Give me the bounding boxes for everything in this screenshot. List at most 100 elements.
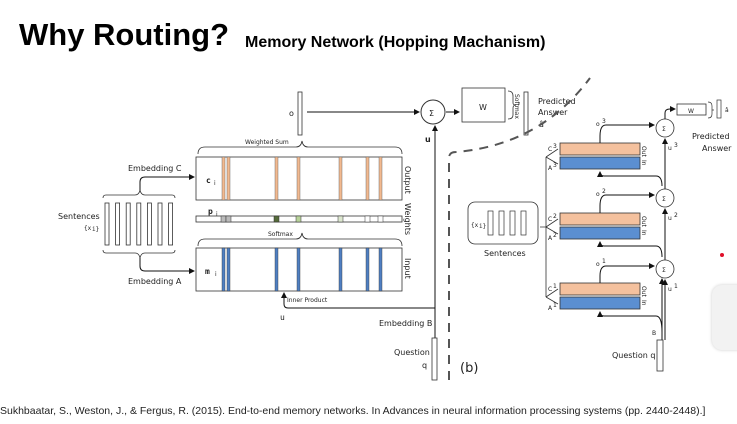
weighted-sum-brace: [197, 140, 403, 155]
question-vector: [431, 337, 438, 381]
a-hat-label-b: â: [725, 107, 729, 114]
weight-cell: [273, 215, 280, 223]
u-label: u: [668, 145, 672, 152]
sentences-top-brace: [102, 189, 176, 199]
panel-separator: [448, 77, 591, 380]
p-i-label: p: [208, 207, 213, 216]
softmax-right-label: Softmax: [513, 94, 520, 119]
embedding-a-label: Embedding A: [128, 277, 182, 286]
b-label: B: [652, 330, 656, 337]
sentence-vector: [104, 202, 110, 246]
output-stripe: [365, 156, 370, 201]
u-label: u: [425, 135, 431, 144]
o-label: o: [596, 121, 600, 128]
inner-product-arrow: [281, 292, 435, 309]
sigma-label: Σ: [662, 196, 666, 203]
input-stripe: [365, 247, 370, 292]
answer-vector-b: [716, 99, 722, 119]
c-i-subscript: i: [214, 180, 216, 187]
sigma-label: Σ: [662, 267, 666, 274]
embedding-b-label: Embedding B: [379, 319, 432, 328]
u-label: u: [668, 215, 672, 222]
input-stripe: [274, 247, 279, 292]
sum-node: [655, 188, 675, 208]
a-label: A: [548, 165, 553, 172]
output-label: Output: [403, 166, 412, 194]
sentence-vectors: [104, 202, 174, 246]
input-embedding-a2: [559, 226, 641, 240]
output-embedding-c3: [559, 142, 641, 156]
a-superscript: 1: [553, 302, 557, 309]
input-stripe: [378, 247, 383, 292]
question-label-b: Question q: [612, 351, 655, 360]
a-superscript: 3: [553, 162, 557, 169]
c-superscript: 3: [553, 143, 557, 150]
predicted-label-b: Predicted: [692, 132, 730, 141]
weights-label: Weights: [403, 203, 412, 235]
x-i-subscript: i}: [92, 226, 99, 233]
input-stripe: [221, 247, 226, 292]
predicted-label: Predicted: [538, 97, 576, 106]
o-superscript: 3: [602, 118, 606, 125]
u-superscript: 3: [674, 142, 678, 149]
in-label: In: [640, 300, 647, 306]
answer-label: Answer: [538, 108, 568, 117]
w-matrix-b: [676, 103, 707, 116]
sentence-vector: [125, 202, 131, 246]
weight-cell: [220, 215, 227, 223]
softmax-brace: [197, 232, 403, 247]
laser-pointer-dot: [720, 253, 724, 257]
c-i-label: c: [206, 176, 211, 185]
sigma-label: Σ: [429, 109, 434, 118]
input-label: Input: [403, 258, 412, 279]
input-stripe: [226, 247, 231, 292]
o-label: o: [596, 261, 600, 268]
weighted-sum-label: Weighted Sum: [245, 139, 289, 146]
weight-cells: [220, 215, 384, 223]
embedding-a-arrow: [139, 258, 195, 274]
question-label: Question: [394, 348, 430, 357]
weight-cell: [364, 215, 371, 223]
softmax-right-brace: [507, 90, 517, 120]
panel-b-label: (b): [460, 361, 478, 376]
softmax-label: Softmax: [268, 231, 293, 238]
input-embedding-a1: [559, 296, 641, 310]
question-vector-b: [656, 339, 664, 372]
x-i-label: {x: [84, 225, 92, 232]
input-stripe: [338, 247, 343, 292]
weight-cell: [337, 215, 344, 223]
sigma-label: Σ: [662, 126, 666, 133]
w-matrix: [461, 87, 506, 123]
x-i-label-b: {x: [471, 222, 479, 229]
output-stripe: [274, 156, 279, 201]
slide-title: Why Routing?: [19, 17, 230, 52]
out-label: Out: [640, 146, 647, 158]
input-stripe: [296, 247, 301, 292]
input-embedding-a3: [559, 156, 641, 170]
sentences-bottom-brace: [102, 249, 176, 259]
sentence-vector: [115, 202, 120, 246]
sentence-vector: [136, 202, 142, 246]
c-superscript: 2: [553, 213, 557, 220]
weight-cell: [295, 215, 302, 223]
c-label: C: [548, 216, 552, 223]
u-superscript: 2: [674, 212, 678, 219]
answer-label-b: Answer: [702, 144, 732, 153]
u-bottom-label: u: [280, 313, 285, 322]
q-label: q: [422, 361, 427, 370]
sentence-vector: [157, 202, 163, 246]
embedding-c-label: Embedding C: [128, 164, 182, 173]
w-label: W: [479, 103, 487, 112]
w-label-b: W: [688, 108, 694, 115]
output-stripes: [221, 156, 383, 201]
weight-cell: [225, 215, 232, 223]
citation: Sukhbaatar, S., Weston, J., & Fergus, R.…: [0, 405, 706, 417]
sentence-vector: [168, 202, 174, 246]
embedding-c-arrow: [139, 174, 195, 190]
c-label: C: [548, 146, 552, 153]
c-label: C: [548, 286, 552, 293]
